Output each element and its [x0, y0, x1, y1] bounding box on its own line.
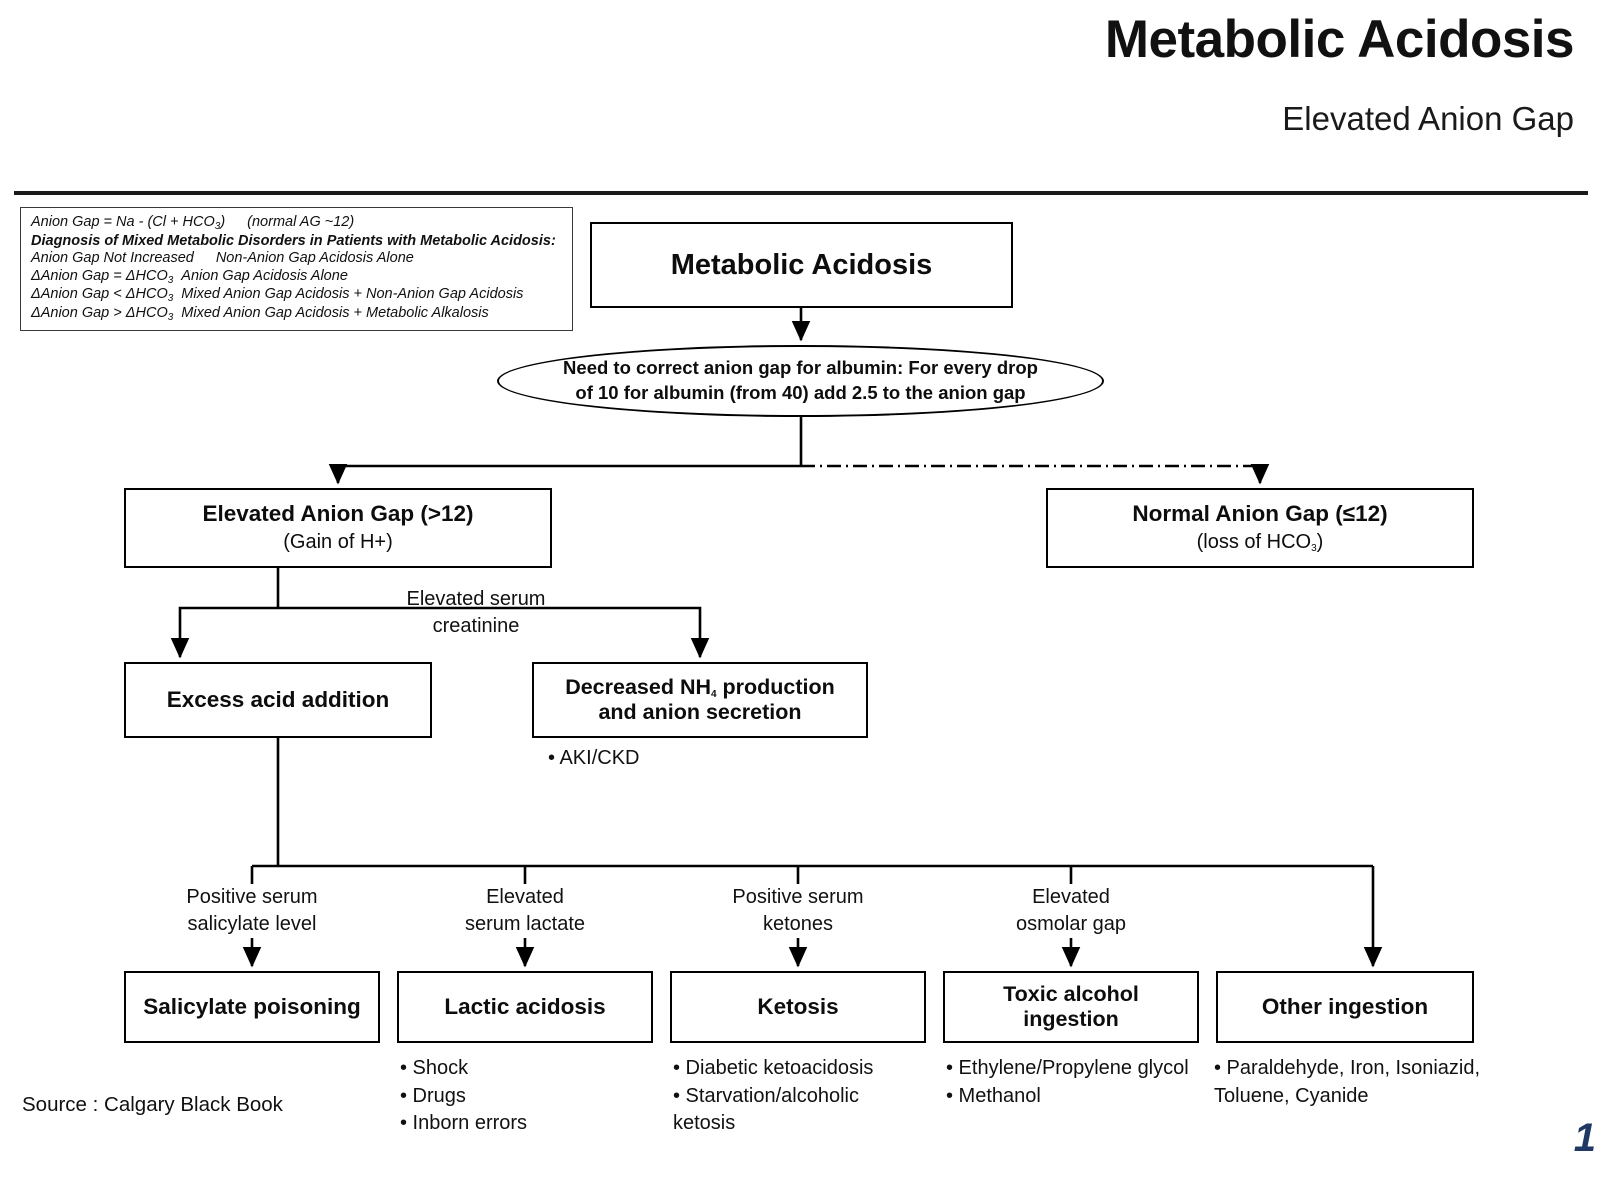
list-item: • Starvation/alcoholic ketosis — [673, 1084, 859, 1135]
list-item: • AKI/CKD — [548, 747, 640, 769]
bullet-list-decreased-nh4: • AKI/CKD — [548, 745, 848, 773]
legend-formula-text: Anion Gap = Na - (Cl + HCO — [31, 214, 215, 230]
edge-label-elevated-serum-creatinine: Elevated serum creatinine — [378, 586, 574, 640]
legend-formula-line: Anion Gap = Na - (Cl + HCO3) (normal AG ~… — [31, 214, 564, 233]
page-subtitle: Elevated Anion Gap — [1282, 100, 1574, 137]
node-decreased-nh4-production[interactable]: Decreased NH4 production and anion secre… — [532, 662, 868, 738]
legend-formula-subscript: 3 — [214, 221, 221, 232]
edge-label-ketones-line1: Positive serum — [732, 886, 864, 908]
list-item: • Drugs — [400, 1084, 466, 1107]
legend-formula-tail: ) — [220, 214, 226, 230]
bullet-list-lactic-acidosis: • Shock • Drugs • Inborn errors — [400, 1055, 650, 1138]
list-item: • Paraldehyde, Iron, Isoniazid, Toluene,… — [1214, 1057, 1481, 1107]
edge-label-lactate-line2: serum lactate — [464, 913, 586, 935]
legend-heading: Diagnosis of Mixed Metabolic Disorders i… — [31, 232, 556, 249]
node-other-ingestion[interactable]: Other ingestion — [1216, 971, 1474, 1043]
page-number: 1 — [1573, 1116, 1596, 1160]
legend-row-2-condition: ΔAnion Gap < ΔHCO — [31, 286, 168, 303]
node-albumin-correction[interactable]: Need to correct anion gap for albumin: F… — [497, 345, 1104, 417]
node-normal-anion-gap[interactable]: Normal Anion Gap (≤12) (loss of HCO3) — [1046, 488, 1474, 568]
list-item: • Shock — [400, 1057, 469, 1079]
edge-label-positive-serum-salicylate: Positive serum salicylate level — [160, 884, 344, 938]
bullet-list-other-ingestion: • Paraldehyde, Iron, Isoniazid, Toluene,… — [1214, 1055, 1489, 1110]
node-salicylate-poisoning[interactable]: Salicylate poisoning — [124, 971, 380, 1043]
list-item: • Diabetic ketoacidosis — [673, 1057, 874, 1079]
bullet-list-toxic-alcohol: • Ethylene/Propylene glycol • Methanol — [946, 1055, 1191, 1110]
legend-row-1-subscript: 3 — [167, 274, 174, 286]
edge-label-osmolar-line1: Elevated — [1032, 886, 1110, 908]
node-toxic-alcohol-line2: ingestion — [1023, 1007, 1119, 1031]
node-ketosis-label: Ketosis — [757, 993, 839, 1019]
edge-label-ketones-line2: ketones — [762, 913, 834, 935]
page-title: Metabolic Acidosis — [1104, 10, 1575, 69]
node-normal-anion-gap-subtitle: (loss of HCO3) — [1197, 531, 1324, 555]
node-normal-anion-gap-subtitle-sub: 3 — [1311, 542, 1317, 554]
legend-row-0-result: Non-Anion Gap Acidosis Alone — [215, 250, 414, 267]
header-divider — [14, 191, 1588, 195]
node-normal-anion-gap-title: Normal Anion Gap (≤12) — [1132, 501, 1388, 527]
bullet-list-ketosis: • Diabetic ketoacidosis • Starvation/alc… — [673, 1055, 923, 1138]
node-albumin-correction-line1: Need to correct anion gap for albumin: F… — [563, 357, 1038, 379]
edge-label-creatinine-line2: creatinine — [432, 615, 520, 637]
node-albumin-correction-line2: of 10 for albumin (from 40) add 2.5 to t… — [575, 382, 1026, 403]
edge-label-salicylate-line2: salicylate level — [187, 913, 317, 935]
legend-row-3-subscript: 3 — [167, 311, 174, 323]
node-decreased-nh4-mid: production — [716, 674, 835, 699]
anion-gap-formula-legend: Anion Gap = Na - (Cl + HCO3)(normal AG ~… — [20, 207, 573, 331]
node-excess-acid-addition-label: Excess acid addition — [166, 686, 390, 712]
node-decreased-nh4-sub: 4 — [711, 688, 717, 700]
edge-label-elevated-serum-lactate: Elevated serum lactate — [433, 884, 617, 938]
node-decreased-nh4-pre: Decreased NH — [565, 674, 711, 699]
node-metabolic-acidosis[interactable]: Metabolic Acidosis — [590, 222, 1013, 308]
node-normal-anion-gap-subtitle-post: ) — [1316, 530, 1324, 553]
node-ketosis[interactable]: Ketosis — [670, 971, 926, 1043]
edge-elevated-to-excess — [170, 606, 278, 659]
legend-row-2-result: Mixed Anion Gap Acidosis + Non-Anion Gap… — [181, 286, 524, 303]
edge-label-creatinine-line1: Elevated serum — [406, 588, 546, 610]
legend-row-0-condition: Anion Gap Not Increased — [31, 250, 194, 267]
node-salicylate-poisoning-label: Salicylate poisoning — [143, 993, 361, 1019]
node-elevated-anion-gap-title: Elevated Anion Gap (>12) — [202, 501, 474, 527]
node-toxic-alcohol-line1: Toxic alcohol — [1003, 981, 1139, 1006]
node-lactic-acidosis[interactable]: Lactic acidosis — [397, 971, 653, 1043]
node-toxic-alcohol-ingestion[interactable]: Toxic alcohol ingestion — [943, 971, 1199, 1043]
edge-label-positive-serum-ketones: Positive serum ketones — [706, 884, 890, 938]
node-decreased-nh4-line1: Decreased NH4 production — [565, 675, 835, 700]
legend-row-3: ΔAnion Gap > ΔHCO3 Mixed Anion Gap Acidos… — [31, 305, 564, 324]
edge-label-osmolar-line2: osmolar gap — [1015, 913, 1127, 935]
edge-label-salicylate-line1: Positive serum — [186, 886, 318, 908]
node-other-ingestion-label: Other ingestion — [1261, 993, 1429, 1019]
node-metabolic-acidosis-label: Metabolic Acidosis — [670, 248, 933, 281]
legend-row-3-result: Mixed Anion Gap Acidosis + Metabolic Alk… — [181, 304, 489, 321]
legend-row-2: ΔAnion Gap < ΔHCO3 Mixed Anion Gap Acidos… — [31, 286, 564, 305]
edge-label-elevated-osmolar-gap: Elevated osmolar gap — [979, 884, 1163, 938]
list-item: • Ethylene/Propylene glycol — [946, 1057, 1189, 1079]
legend-row-1-condition: ΔAnion Gap = ΔHCO — [31, 267, 168, 284]
legend-row-1: ΔAnion Gap = ΔHCO3 Anion Gap Acidosis Alo… — [31, 268, 564, 287]
legend-row-3-condition: ΔAnion Gap > ΔHCO — [31, 304, 168, 321]
legend-row-2-subscript: 3 — [167, 293, 174, 305]
node-normal-anion-gap-subtitle-pre: (loss of HCO — [1196, 530, 1312, 553]
node-elevated-anion-gap[interactable]: Elevated Anion Gap (>12) (Gain of H+) — [124, 488, 552, 568]
legend-row-0: Anion Gap Not Increased Non-Anion Gap Aci… — [31, 250, 564, 268]
source-citation: Source : Calgary Black Book — [22, 1093, 283, 1116]
node-lactic-acidosis-label: Lactic acidosis — [444, 993, 606, 1019]
edge-label-lactate-line1: Elevated — [486, 886, 564, 908]
edge-albumin-to-elevated — [328, 463, 801, 485]
node-decreased-nh4-line2: and anion secretion — [598, 700, 802, 724]
edge-albumin-to-normal — [801, 463, 1270, 485]
node-excess-acid-addition[interactable]: Excess acid addition — [124, 662, 432, 738]
legend-row-1-result: Anion Gap Acidosis Alone — [181, 267, 348, 284]
legend-formula-note: (normal AG ~12) — [247, 214, 355, 230]
node-elevated-anion-gap-subtitle: (Gain of H+) — [283, 530, 393, 553]
list-item: • Methanol — [946, 1084, 1041, 1107]
node-albumin-correction-text: Need to correct anion gap for albumin: F… — [523, 356, 1078, 406]
list-item: • Inborn errors — [400, 1112, 528, 1134]
